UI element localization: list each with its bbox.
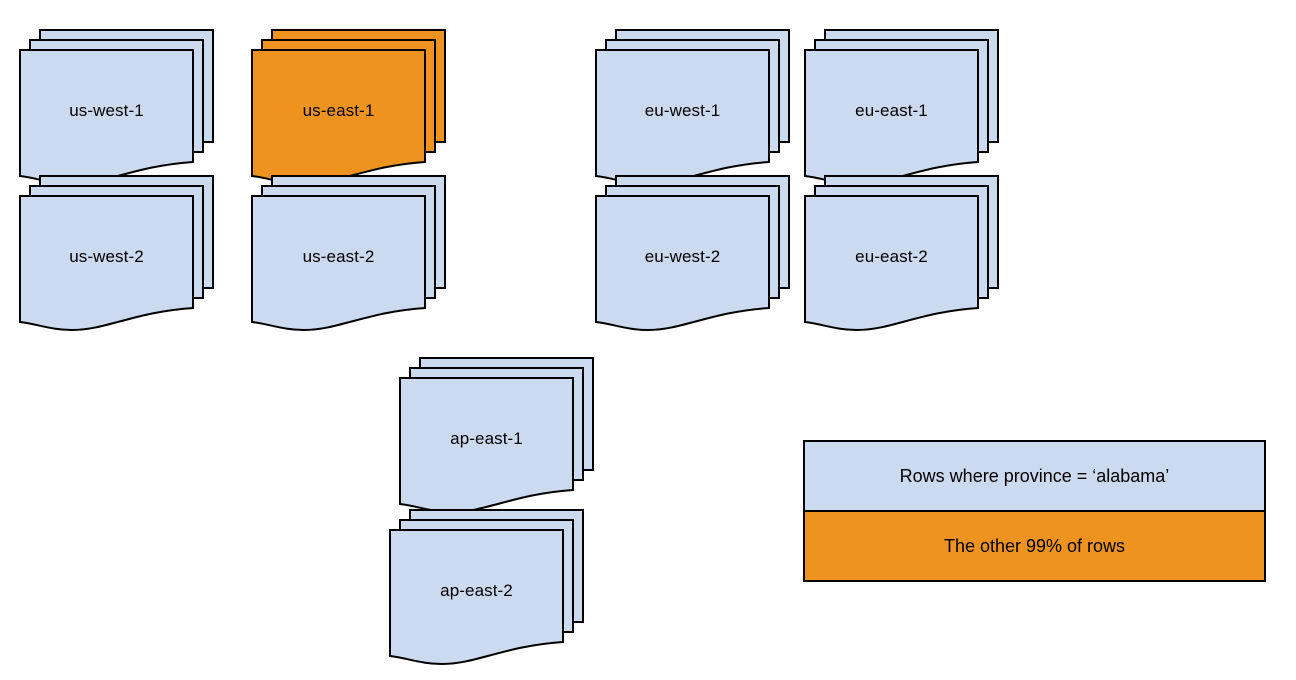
region-stack-eu-east-2[interactable]: eu-east-2	[803, 174, 1000, 340]
sheet-front	[595, 49, 770, 186]
region-stack-ap-east-2[interactable]: ap-east-2	[388, 508, 585, 674]
sheet-front	[595, 195, 770, 332]
stack-sheets-eu-east-1	[804, 29, 999, 186]
sheet-front	[19, 49, 194, 186]
legend-row-label: The other 99% of rows	[943, 535, 1126, 556]
stack-sheets-eu-east-2	[804, 175, 999, 332]
sheet-front	[389, 529, 564, 666]
stack-sheets-us-west-2	[19, 175, 214, 332]
sheet-front	[251, 195, 426, 332]
region-stack-eu-east-1[interactable]: eu-east-1	[803, 28, 1000, 194]
stack-sheets-ap-east-2	[389, 509, 584, 666]
sheet-front	[19, 195, 194, 332]
region-stack-us-east-2[interactable]: us-east-2	[250, 174, 447, 340]
stack-sheets-us-west-1	[19, 29, 214, 186]
region-stack-us-west-2[interactable]: us-west-2	[18, 174, 215, 340]
legend-row-alabama-rows: Rows where province = ‘alabama’	[805, 442, 1264, 512]
region-stack-us-west-1[interactable]: us-west-1	[18, 28, 215, 194]
region-stack-eu-west-1[interactable]: eu-west-1	[594, 28, 791, 194]
stack-sheets-ap-east-1	[399, 357, 594, 514]
region-stack-eu-west-2[interactable]: eu-west-2	[594, 174, 791, 340]
stack-sheets-us-east-1	[251, 29, 446, 186]
sheet-front	[399, 377, 574, 514]
region-stack-us-east-1[interactable]: us-east-1	[250, 28, 447, 194]
sheet-front	[804, 49, 979, 186]
stack-sheets-us-east-2	[251, 175, 446, 332]
stack-sheets-eu-west-1	[595, 29, 790, 186]
legend: Rows where province = ‘alabama’ The other…	[803, 440, 1266, 582]
legend-row-other-rows: The other 99% of rows	[805, 512, 1264, 580]
sheet-front	[251, 49, 426, 186]
legend-row-label: Rows where province = ‘alabama’	[899, 465, 1170, 486]
region-stack-ap-east-1[interactable]: ap-east-1	[398, 356, 595, 522]
stack-sheets-eu-west-2	[595, 175, 790, 332]
sheet-front	[804, 195, 979, 332]
